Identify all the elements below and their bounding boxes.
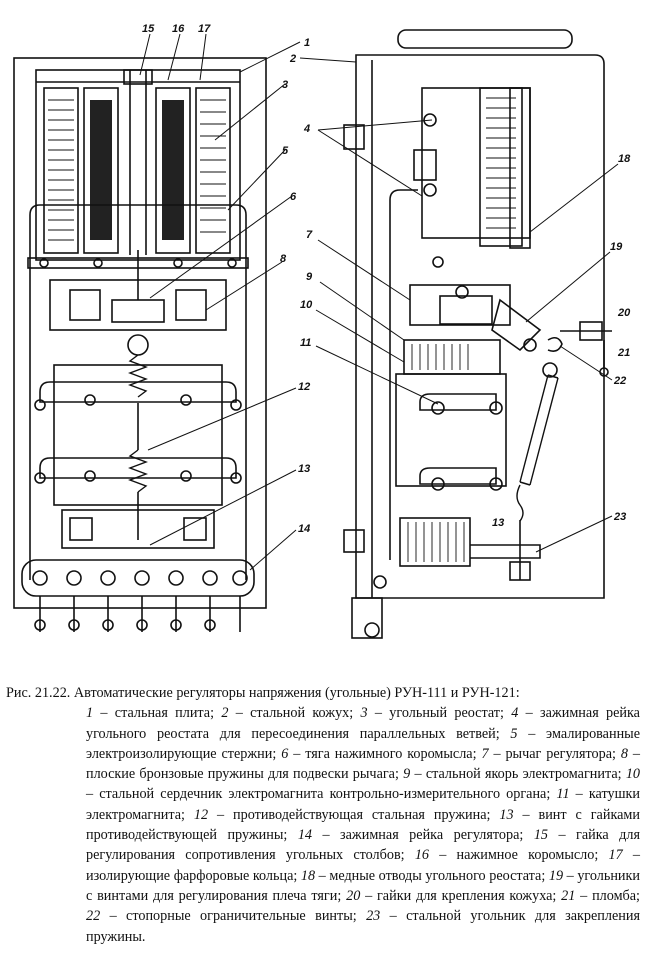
caption-prefix: Рис. 21.22. (6, 685, 71, 701)
right-view (299, 29, 619, 639)
carbon-stack (43, 87, 79, 254)
legend-text: – стальной кожух; (228, 705, 361, 722)
legend-text: – угольники с винтами для регулирования … (86, 867, 641, 904)
legend-number: 4 (511, 705, 519, 722)
label-14: 14 (298, 523, 310, 535)
legend-text: – рычаг регулятора; (488, 745, 621, 762)
figure-drawing: 15 16 17 1 2 3 4 5 6 7 8 9 10 11 12 13 1… (13, 23, 631, 639)
legend-text: – катушки электромагнита; (86, 786, 640, 823)
label-12: 12 (298, 381, 310, 393)
steel-plate (13, 57, 267, 609)
legend-text: – стальной якорь электромагнита; (410, 766, 626, 783)
caption-legend: 1 – стальная плита; 2 – стальной кожух; … (86, 703, 640, 947)
label-1: 1 (304, 37, 310, 49)
legend-text: – плоские бронзовые пружины для подвески… (86, 745, 640, 783)
legend-text: – изолирующие фарфоровые кольца; (86, 847, 641, 884)
label-18: 18 (618, 153, 631, 165)
caption-title: Автоматические регуляторы напряжения (уг… (73, 685, 520, 701)
legend-text: – противодействующая стальная пружина; (208, 806, 500, 823)
label-17: 17 (198, 23, 211, 35)
legend-number: 16 (414, 847, 429, 864)
legend-text: – стопорные ограничительные винты; (100, 908, 367, 925)
legend-text: – стальной угольник для закрепления пруж… (86, 908, 640, 945)
legend-text: – гайка для регулирования сопротивления … (86, 827, 641, 864)
legend-number: 12 (193, 806, 209, 823)
label-15: 15 (142, 23, 155, 35)
legend-number: 1 (86, 705, 94, 722)
legend-number: 22 (86, 908, 101, 925)
steel-cover (355, 54, 605, 599)
label-19: 19 (610, 241, 623, 253)
legend-number: 15 (533, 827, 548, 844)
legend-text: – зажимная рейка регулятора; (312, 827, 534, 844)
legend-text: – угольный реостат; (367, 705, 512, 722)
label-22: 22 (613, 375, 626, 387)
label-21: 21 (617, 347, 630, 359)
legend-number: 5 (510, 725, 518, 742)
legend-text: – пломба; (575, 887, 641, 904)
legend-number: 14 (297, 827, 312, 844)
legend-number: 6 (281, 745, 289, 762)
label-20: 20 (617, 307, 631, 319)
left-view (13, 33, 301, 632)
legend-number: 17 (608, 847, 623, 864)
label-8: 8 (280, 253, 287, 265)
legend-number: 3 (360, 705, 368, 722)
legend-text: – винт с гайками противодействующей пруж… (86, 806, 640, 844)
label-5: 5 (282, 145, 289, 157)
label-11: 11 (300, 337, 311, 349)
legend-number: 2 (221, 705, 229, 722)
label-6: 6 (290, 191, 297, 203)
legend-number: 23 (366, 908, 381, 925)
figure-caption: Рис. 21.22. Автоматические регуляторы на… (6, 683, 640, 947)
terminal-strip (21, 559, 255, 597)
legend-text: – медные отводы угольного реостата; (315, 867, 549, 884)
legend-number: 9 (403, 766, 411, 783)
legend-number: 10 (625, 766, 640, 783)
label-2: 2 (289, 53, 296, 65)
label-10: 10 (300, 299, 313, 311)
cover-handle (397, 29, 573, 49)
label-23: 23 (613, 511, 626, 523)
legend-number: 19 (548, 867, 564, 884)
legend-text: – эмалированные электроизолирующие стерж… (86, 725, 640, 762)
label-3: 3 (282, 79, 288, 91)
legend-text: – тяга нажимного коромысла; (288, 745, 482, 762)
label-13: 13 (298, 463, 310, 475)
legend-number: 7 (481, 745, 489, 762)
label-9: 9 (306, 271, 313, 283)
legend-number: 21 (561, 887, 576, 904)
label-16: 16 (172, 23, 185, 35)
legend-text: – зажимная рейка угольного реостата для … (86, 705, 640, 742)
legend-number: 18 (300, 867, 316, 884)
label-13-right: 13 (492, 517, 504, 529)
legend-text: – нажимное коромысло; (429, 847, 609, 864)
legend-number: 11 (556, 786, 570, 803)
label-7: 7 (306, 229, 313, 241)
legend-text: – гайки для крепления кожуха; (360, 887, 562, 904)
legend-number: 8 (620, 745, 628, 762)
legend-text: – стальная плита; (93, 705, 222, 722)
legend-text: – стальной сердечник электромагнита конт… (86, 786, 557, 803)
legend-number: 13 (499, 806, 514, 823)
label-4: 4 (303, 123, 310, 135)
legend-number: 20 (346, 887, 361, 904)
